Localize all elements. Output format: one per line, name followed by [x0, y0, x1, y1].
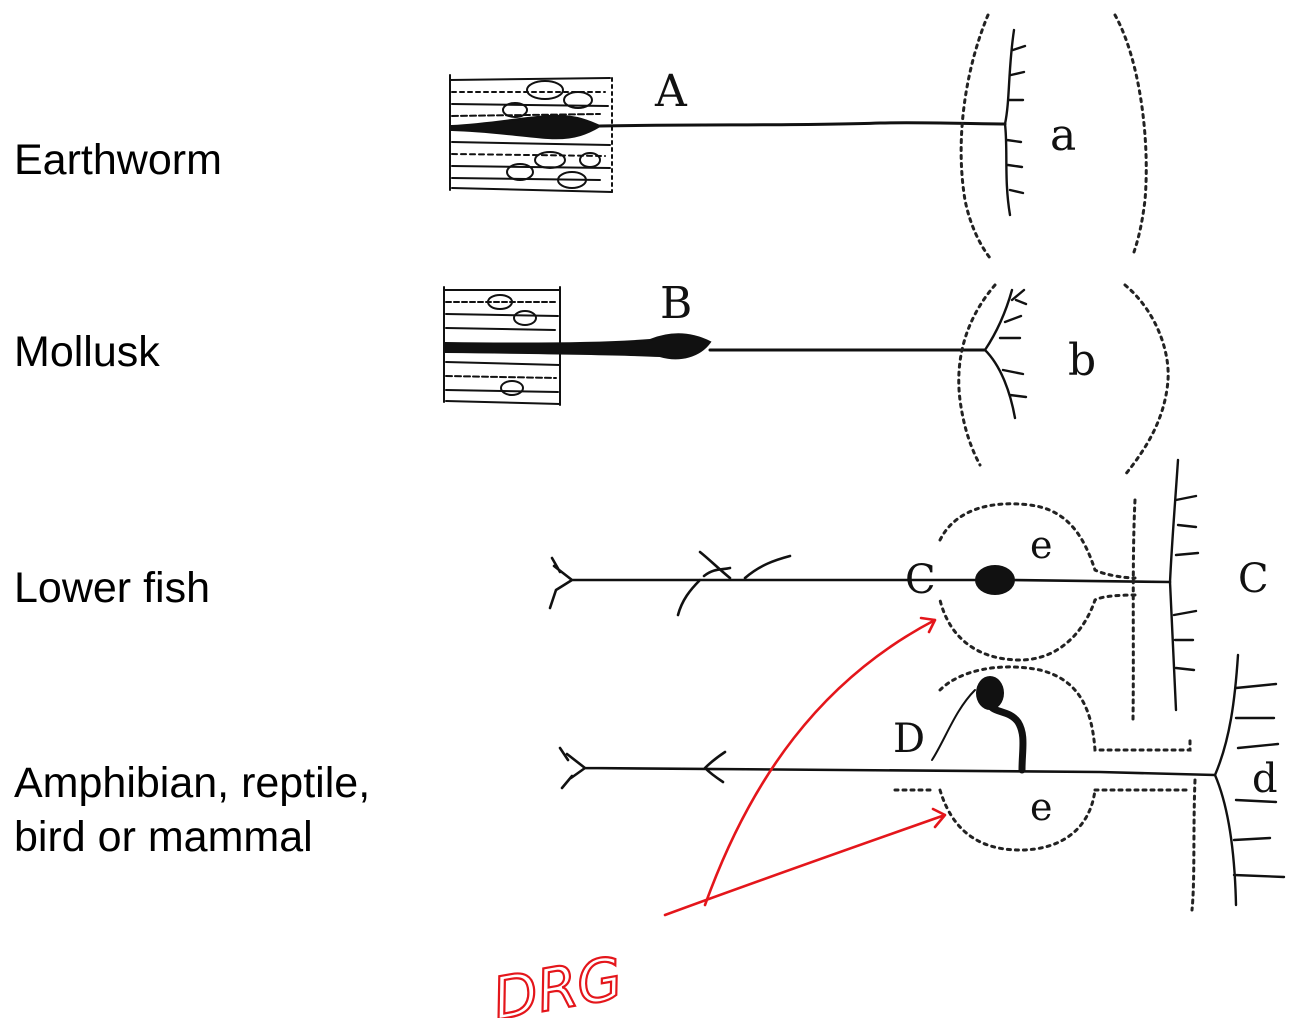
cell-body-b: [446, 334, 710, 358]
ganglion-boundary-b-inner: [959, 285, 995, 465]
ganglion-boundary-a-outer: [1115, 15, 1146, 252]
cell-body-c: [975, 565, 1015, 595]
terminal-a: [1005, 30, 1025, 215]
letter-e-upper: e: [1030, 523, 1053, 567]
earthworm-neuron: A a: [450, 15, 1146, 258]
ganglion-boundary-b-outer: [1125, 285, 1168, 475]
letter-B: B: [660, 278, 692, 329]
lead-d: [932, 690, 975, 760]
letter-C-left: C: [905, 557, 936, 603]
letter-b: b: [1068, 335, 1096, 386]
drg-label: DRG: [488, 944, 628, 1018]
letter-C-right: C: [1238, 556, 1269, 602]
mollusk-neuron: B b: [444, 278, 1168, 475]
ganglion-boundary-a-inner: [961, 15, 990, 258]
letter-D: D: [893, 716, 925, 762]
letter-d: d: [1252, 756, 1278, 802]
cell-body-d: [976, 676, 1004, 710]
letter-e-lower: e: [1030, 785, 1053, 829]
central-branch-c: [1170, 460, 1198, 710]
spinal-cord-boundary-c: [1133, 500, 1135, 720]
drg-annotation: DRG: [488, 618, 945, 1018]
central-axon-c: [1012, 580, 1170, 582]
drg-arrow-to-vertebrate: [665, 809, 945, 915]
letter-a: a: [1050, 110, 1076, 161]
lower-fish-neuron: C e C: [550, 460, 1269, 720]
terminal-b: [985, 290, 1026, 418]
spinal-cord-boundary-d: [1192, 780, 1195, 910]
axon-a: [600, 123, 1005, 126]
letter-A: A: [654, 66, 688, 117]
cell-body-a: [452, 116, 600, 139]
peripheral-dendrite-d: [560, 748, 1215, 788]
